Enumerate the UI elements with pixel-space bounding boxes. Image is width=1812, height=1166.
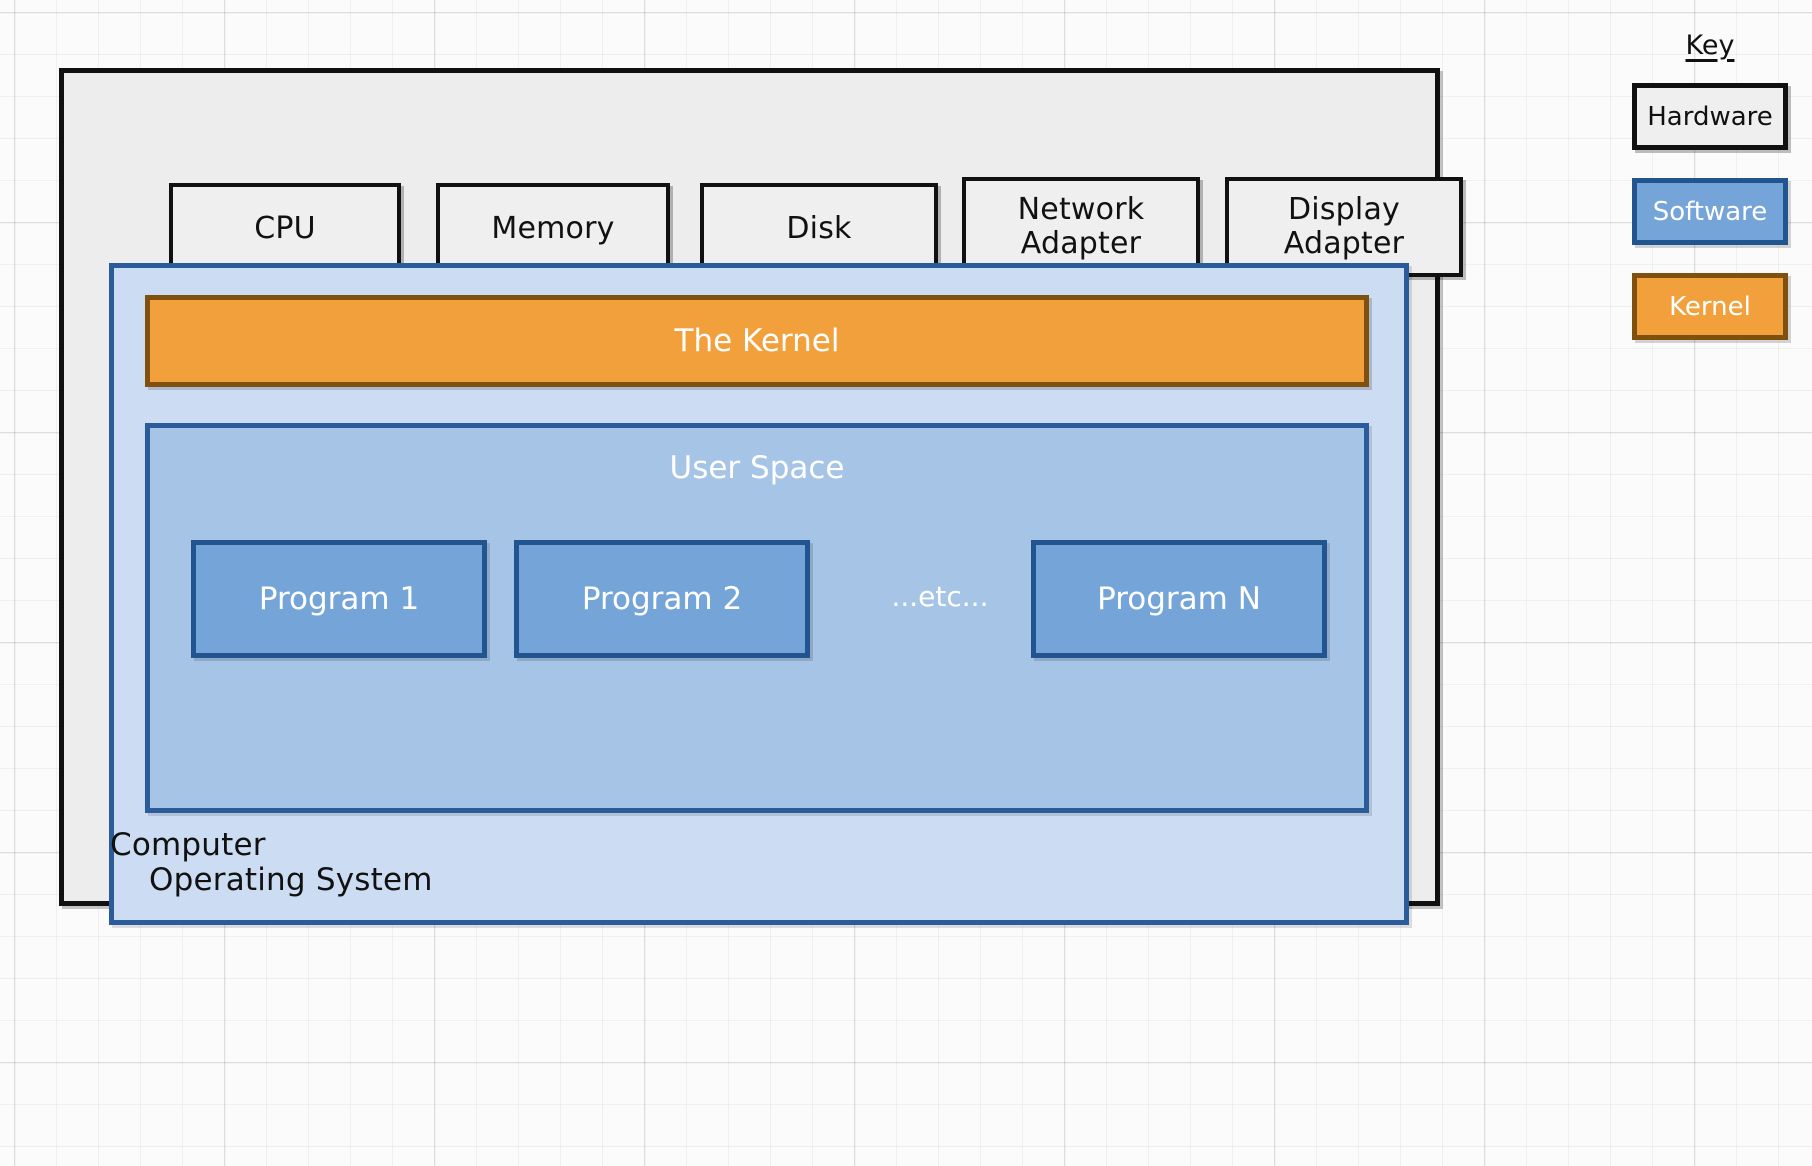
- hardware-box-disk-label: Disk: [786, 211, 852, 247]
- etc-label: ...etc...: [891, 580, 989, 613]
- hardware-box-cpu[interactable]: CPU: [169, 183, 401, 275]
- user-space-label: User Space: [669, 450, 845, 486]
- key-item-kernel-label: Kernel: [1669, 291, 1751, 322]
- hardware-box-network-adapter[interactable]: Network Adapter: [962, 177, 1200, 277]
- hardware-box-disk[interactable]: Disk: [700, 183, 938, 275]
- program-box-n-label: Program N: [1097, 581, 1261, 617]
- kernel-bar[interactable]: The Kernel: [145, 295, 1369, 387]
- key-item-software-label: Software: [1652, 196, 1768, 227]
- hardware-box-display-adapter-label: Display Adapter: [1283, 192, 1405, 261]
- key-item-hardware[interactable]: Hardware: [1632, 83, 1788, 150]
- program-box-1-label: Program 1: [258, 581, 420, 617]
- kernel-bar-label: The Kernel: [674, 323, 840, 359]
- hardware-box-display-adapter[interactable]: Display Adapter: [1225, 177, 1463, 277]
- program-box-n[interactable]: Program N: [1031, 540, 1327, 658]
- program-box-2-label: Program 2: [581, 581, 743, 617]
- program-box-1[interactable]: Program 1: [191, 540, 487, 658]
- computer-container: CPU Memory Disk Network Adapter Display …: [59, 68, 1463, 925]
- user-space-container: User Space Program 1 Program 2 ...etc...…: [145, 423, 1369, 813]
- key-item-software[interactable]: Software: [1632, 178, 1788, 245]
- key-item-kernel[interactable]: Kernel: [1632, 273, 1788, 340]
- hardware-box-network-adapter-label: Network Adapter: [1017, 192, 1145, 261]
- computer-label: Computer: [110, 827, 266, 863]
- program-box-2[interactable]: Program 2: [514, 540, 810, 658]
- hardware-box-memory[interactable]: Memory: [436, 183, 670, 275]
- key-legend: Key Hardware Software Kernel: [1615, 30, 1805, 368]
- operating-system-label: Operating System: [149, 862, 433, 898]
- hardware-box-memory-label: Memory: [491, 211, 615, 247]
- key-item-hardware-label: Hardware: [1647, 101, 1773, 132]
- hardware-box-cpu-label: CPU: [254, 211, 316, 247]
- key-title: Key: [1685, 30, 1735, 61]
- operating-system-container: The Kernel User Space Program 1 Program …: [109, 263, 1409, 925]
